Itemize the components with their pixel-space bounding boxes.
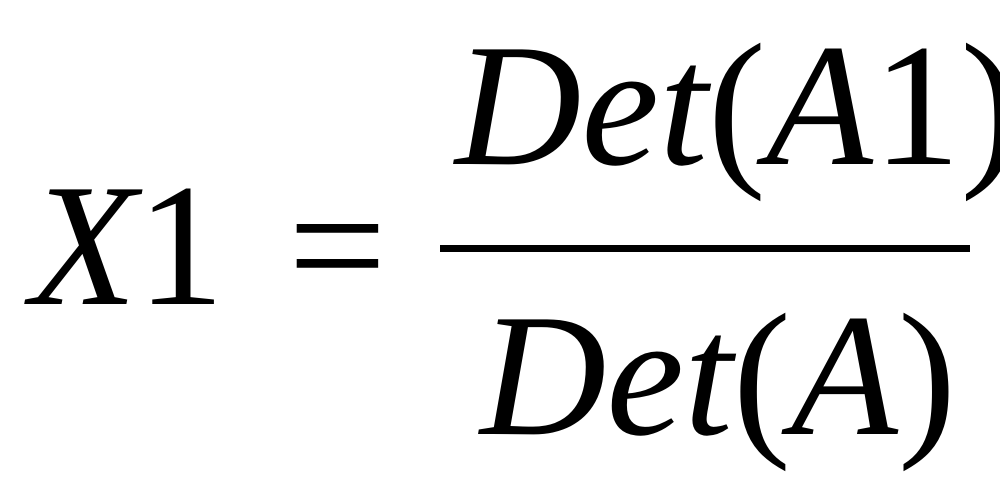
lhs-variable: X1 [30, 158, 224, 333]
numerator-argument-index: 1 [872, 8, 961, 202]
equals-sign: = [288, 148, 387, 342]
lhs-variable-letter: X [30, 148, 137, 342]
denominator-argument: A [790, 278, 898, 472]
denominator-open-paren: ( [732, 278, 791, 472]
numerator: Det(A1) [455, 18, 1000, 193]
lhs-variable-index: 1 [136, 148, 225, 342]
numerator-open-paren: ( [707, 8, 766, 202]
denominator-close-paren: ) [897, 278, 957, 472]
numerator-argument: A [765, 8, 873, 202]
denominator-function: Det [480, 278, 733, 472]
fraction-bar [440, 245, 970, 252]
numerator-function: Det [455, 8, 708, 202]
numerator-close-paren: ) [960, 8, 1000, 202]
denominator: Det(A) [480, 288, 956, 463]
